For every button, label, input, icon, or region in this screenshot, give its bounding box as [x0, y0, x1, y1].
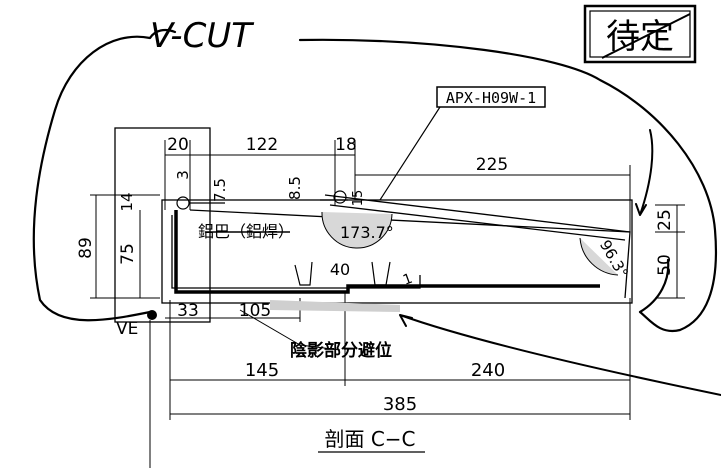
dim-15: 15 — [351, 190, 366, 207]
shading-leader — [239, 309, 301, 346]
dim-14: 14 — [118, 192, 136, 211]
dim-385: 385 — [383, 394, 417, 415]
dim-25: 25 — [655, 209, 675, 231]
dim-89: 89 — [76, 237, 96, 259]
dim-40: 40 — [330, 260, 350, 279]
dim-18: 18 — [335, 135, 357, 155]
dim-122: 122 — [246, 135, 278, 155]
dim-7-5: 7.5 — [211, 178, 229, 202]
fasteners — [176, 190, 391, 286]
v-cut-note: V-CUT — [150, 16, 254, 56]
dim-105: 105 — [239, 301, 271, 321]
cloud-arrow-right — [635, 129, 654, 216]
dim-225: 225 — [476, 155, 508, 175]
angle-arc-1 — [321, 211, 393, 249]
section-title: 剖面 C−C — [324, 427, 415, 451]
dim-50: 50 — [655, 254, 675, 276]
angle-173: 173.7° — [340, 223, 394, 242]
dim-3: 3 — [174, 170, 192, 180]
part-label: APX-H09W-1 — [446, 89, 536, 107]
l-profile — [174, 210, 600, 294]
shading-note: 陰影部分避位 — [290, 340, 392, 361]
ve-marker — [147, 310, 157, 320]
dim-145: 145 — [245, 360, 279, 381]
dimension-lines — [90, 140, 685, 468]
angle-arc-2 — [579, 237, 619, 276]
ve-label: VE — [116, 319, 138, 339]
cloud-outline — [32, 28, 717, 333]
dim-8-5: 8.5 — [286, 176, 304, 200]
dim-240: 240 — [471, 360, 505, 381]
dim-75: 75 — [118, 243, 138, 265]
dim-33: 33 — [177, 301, 199, 321]
dim-20: 20 — [167, 135, 189, 155]
part-label-box — [436, 86, 546, 108]
cloud-arrow-bottom — [399, 314, 721, 396]
stamp-box — [583, 4, 697, 64]
